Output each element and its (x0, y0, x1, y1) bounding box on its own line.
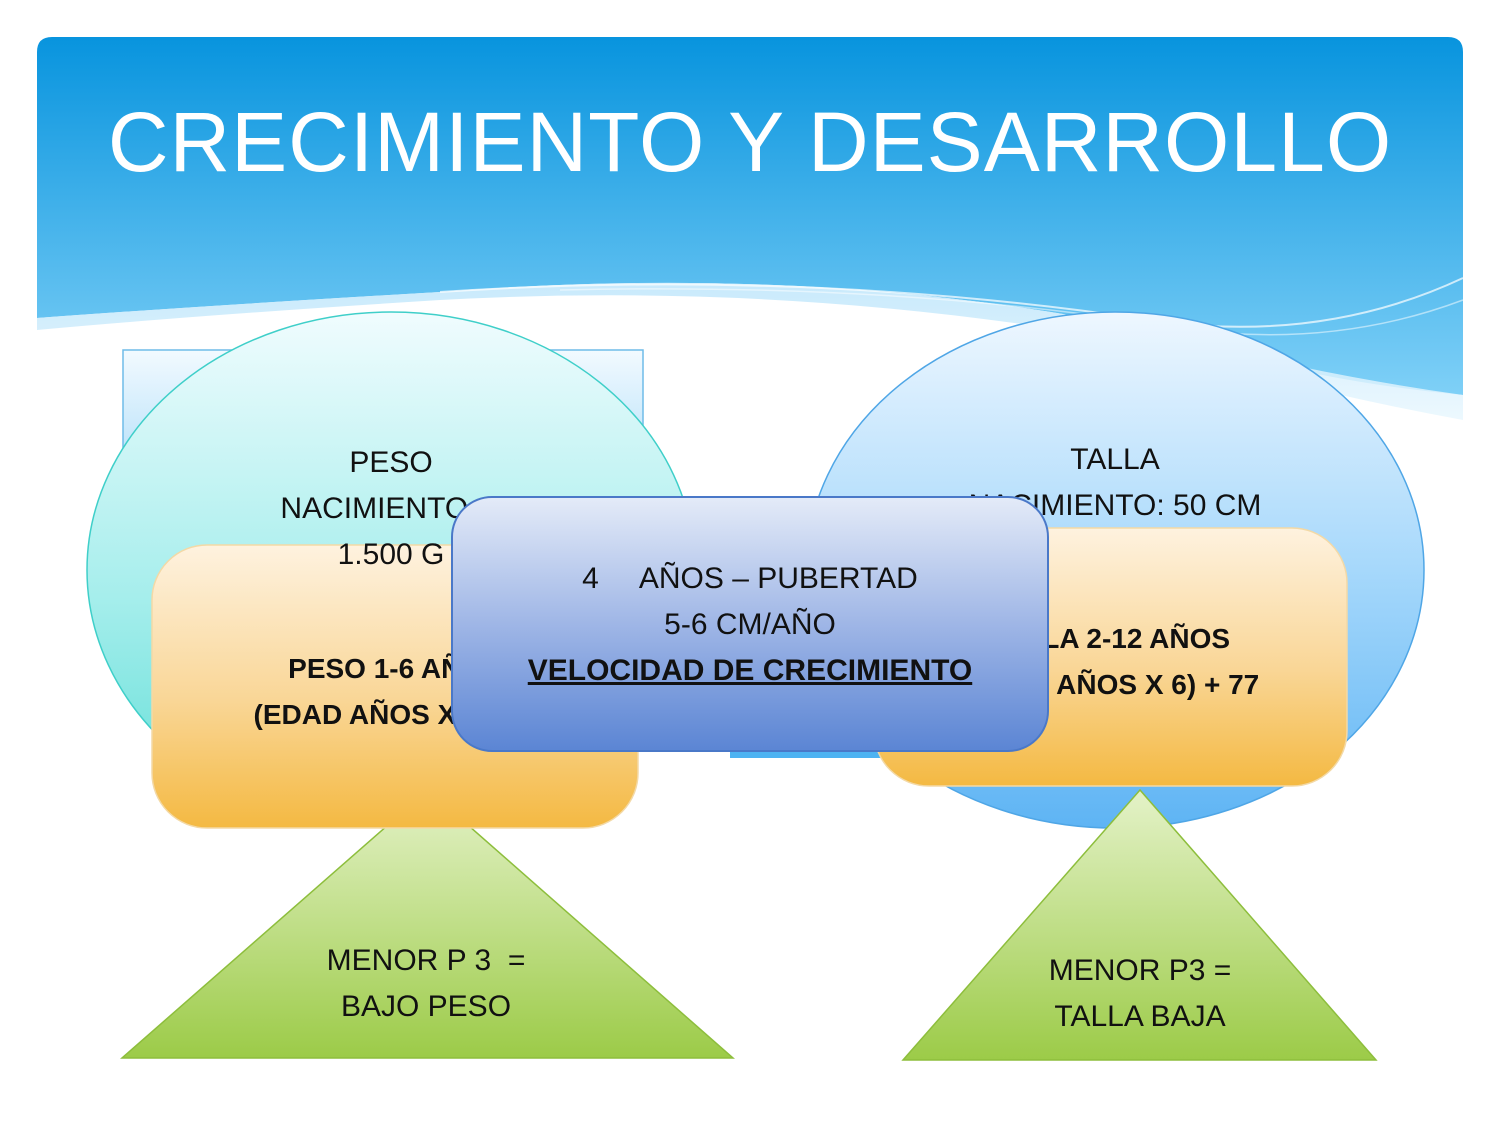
velocity-box-label: 4 AÑOS – PUBERTAD 5-6 CM/AÑO VELOCIDAD D… (460, 556, 1040, 694)
velocity-rate: 5-6 CM/AÑO (664, 608, 836, 641)
talla-circle-label: TALLA NACIMIENTO: 50 CM (920, 437, 1310, 529)
peso-heading: PESO (349, 446, 433, 479)
peso-triangle (120, 789, 735, 1059)
peso-percentile-result: BAJO PESO (340, 990, 512, 1023)
velocity-age-range: 4 AÑOS – PUBERTAD (582, 562, 918, 595)
talla-percentile-rule: MENOR P3 = (1048, 954, 1232, 987)
peso-triangle-label: MENOR P 3 = BAJO PESO (276, 938, 576, 1030)
peso-birth-weight-value: 1.500 G (337, 538, 445, 571)
velocity-title: VELOCIDAD DE CRECIMIENTO (527, 654, 973, 687)
talla-triangle-label: MENOR P3 = TALLA BAJA (990, 948, 1290, 1040)
talla-birth-length: NACIMIENTO: 50 CM (968, 489, 1262, 522)
peso-percentile-rule: MENOR P 3 = (326, 944, 526, 977)
slide-title: CRECIMIENTO Y DESARROLLO (107, 95, 1393, 189)
peso-birth-weight: NACIMIENTO: 3 (280, 492, 502, 525)
peso-formula-expression: (EDAD AÑOS X 2) + 8 (253, 699, 537, 730)
talla-percentile-result: TALLA BAJA (1054, 1000, 1226, 1033)
talla-triangle (901, 788, 1378, 1061)
talla-heading: TALLA (1070, 443, 1160, 476)
